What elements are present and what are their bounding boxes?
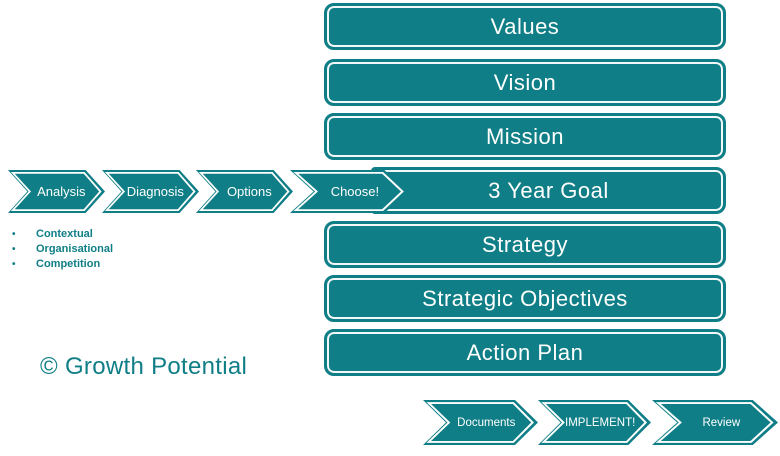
bullet-label: Competition	[36, 258, 101, 270]
flow-step-choose: Choose!	[290, 170, 408, 213]
flow-step-implement: IMPLEMENT!	[538, 400, 651, 445]
stack-box-action-plan: Action Plan	[324, 329, 726, 376]
stack-box-vision: Vision	[324, 59, 726, 106]
chevron-arrow-icon	[8, 170, 105, 213]
stack-box-values: Values	[324, 3, 726, 50]
bullet-icon: •	[12, 244, 16, 255]
stack-box-label: Values	[490, 13, 560, 39]
chevron-arrow-icon	[652, 400, 778, 445]
chevron-arrow-icon	[196, 170, 293, 213]
flow-step-label: Review	[702, 416, 741, 429]
flow-step-label: Documents	[457, 416, 516, 429]
chevron-arrow-icon	[423, 400, 538, 445]
flow-step-documents: Documents	[423, 400, 538, 445]
stack-box-strategic-objectives: Strategic Objectives	[324, 275, 726, 322]
analysis-bullet-list: • Contextual • Organisational • Competit…	[12, 227, 113, 272]
flow-step-label: Choose!	[330, 184, 380, 199]
stack-box-3-year-goal: 3 Year Goal	[371, 167, 726, 214]
stack-box-strategy: Strategy	[324, 221, 726, 268]
bullet-icon: •	[12, 229, 16, 240]
copyright-text: © Growth Potential	[40, 353, 248, 380]
stack-box-mission: Mission	[324, 113, 726, 160]
stack-box-label: Action Plan	[466, 339, 584, 365]
stack-box-label: Vision	[493, 69, 557, 95]
stack-box-label: Strategy	[482, 231, 568, 257]
bullet-label: Contextual	[36, 228, 93, 240]
flow-step-diagnosis: Diagnosis	[102, 170, 199, 213]
flow-step-options: Options	[196, 170, 293, 213]
flow-step-label: Diagnosis	[126, 184, 184, 199]
stack-box-label: Strategic Objectives	[422, 285, 628, 311]
stack-box-label: Mission	[485, 123, 565, 149]
flow-step-review: Review	[652, 400, 778, 445]
bullet-label: Organisational	[36, 243, 114, 255]
flow-step-label: IMPLEMENT!	[565, 416, 636, 429]
flow-step-analysis: Analysis	[8, 170, 105, 213]
flow-step-label: Options	[226, 184, 272, 199]
chevron-arrow-icon	[538, 400, 651, 445]
stack-box-label: 3 Year Goal	[488, 177, 609, 203]
chevron-arrow-icon	[290, 170, 408, 213]
list-item: • Competition	[12, 257, 113, 272]
list-item: • Organisational	[12, 242, 113, 257]
list-item: • Contextual	[12, 227, 113, 242]
flow-step-label: Analysis	[37, 184, 86, 199]
bullet-icon: •	[12, 259, 16, 270]
chevron-arrow-icon	[102, 170, 199, 213]
